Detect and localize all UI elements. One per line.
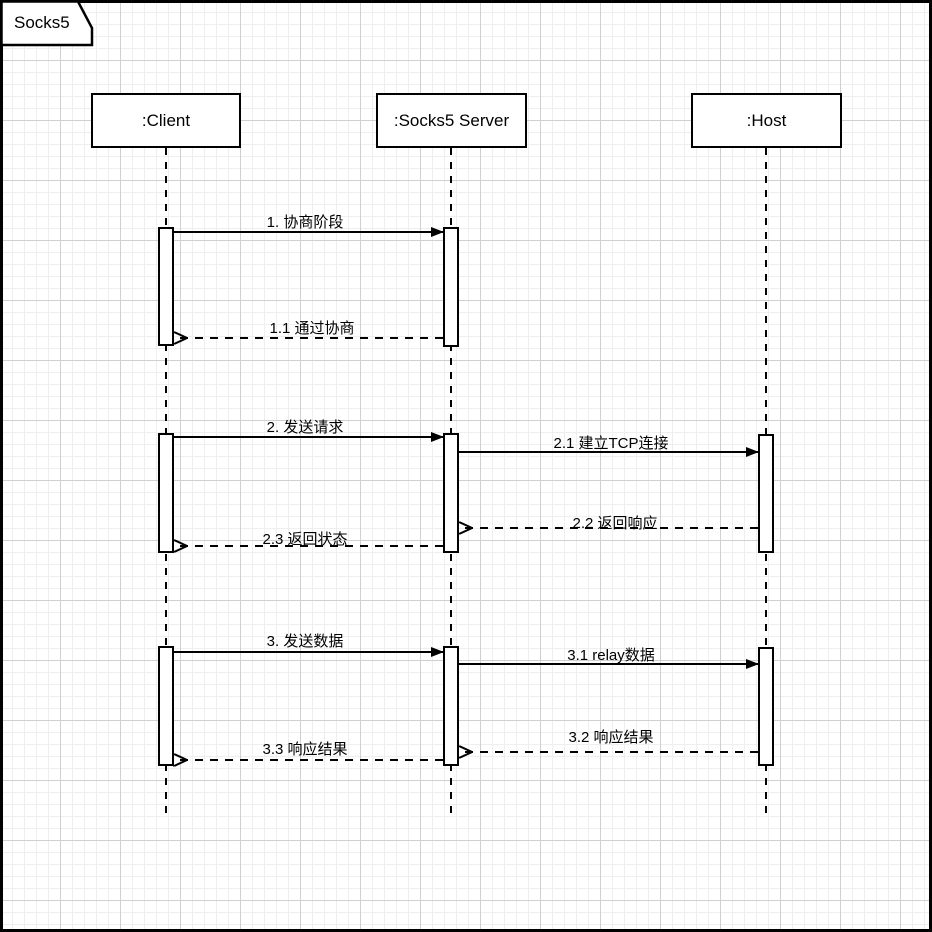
lifeline-label: :Host [746, 110, 787, 130]
activation-bar-client-act-2[interactable] [158, 433, 174, 553]
message-arrows [174, 227, 759, 760]
lifeline-header-host[interactable]: :Host [691, 93, 842, 148]
message-label-m1: 1. 协商阶段 [266, 214, 344, 231]
lifeline-dashed-lines [165, 148, 767, 816]
message-label-m3-1: 3.1 relay数据 [567, 647, 655, 664]
message-label-m2-1: 2.1 建立TCP连接 [553, 435, 669, 452]
message-label-m2-2: 2.2 返回响应 [572, 515, 658, 532]
activation-bar-server-act-1[interactable] [443, 227, 459, 347]
activation-bar-host-act-2[interactable] [758, 647, 774, 766]
frame-label-tag [0, 0, 94, 47]
message-label-m3-3: 3.3 响应结果 [262, 741, 348, 758]
message-label-m2-3: 2.3 返回状态 [262, 531, 348, 548]
activation-bar-client-act-3[interactable] [158, 646, 174, 766]
message-label-m2: 2. 发送请求 [266, 419, 344, 436]
lifeline-label: :Client [141, 110, 191, 130]
message-label-m1-1: 1.1 通过协商 [269, 320, 355, 337]
activation-bar-client-act-1[interactable] [158, 227, 174, 346]
message-label-m3: 3. 发送数据 [266, 633, 344, 650]
lifeline-label: :Socks5 Server [393, 110, 510, 130]
frame-label: Socks5 [14, 13, 70, 32]
message-label-m3-2: 3.2 响应结果 [568, 729, 654, 746]
activation-bar-host-act-1[interactable] [758, 434, 774, 553]
activation-bar-server-act-2[interactable] [443, 433, 459, 553]
lifeline-header-server[interactable]: :Socks5 Server [376, 93, 527, 148]
activation-bar-server-act-3[interactable] [443, 646, 459, 766]
lifeline-header-client[interactable]: :Client [91, 93, 241, 148]
